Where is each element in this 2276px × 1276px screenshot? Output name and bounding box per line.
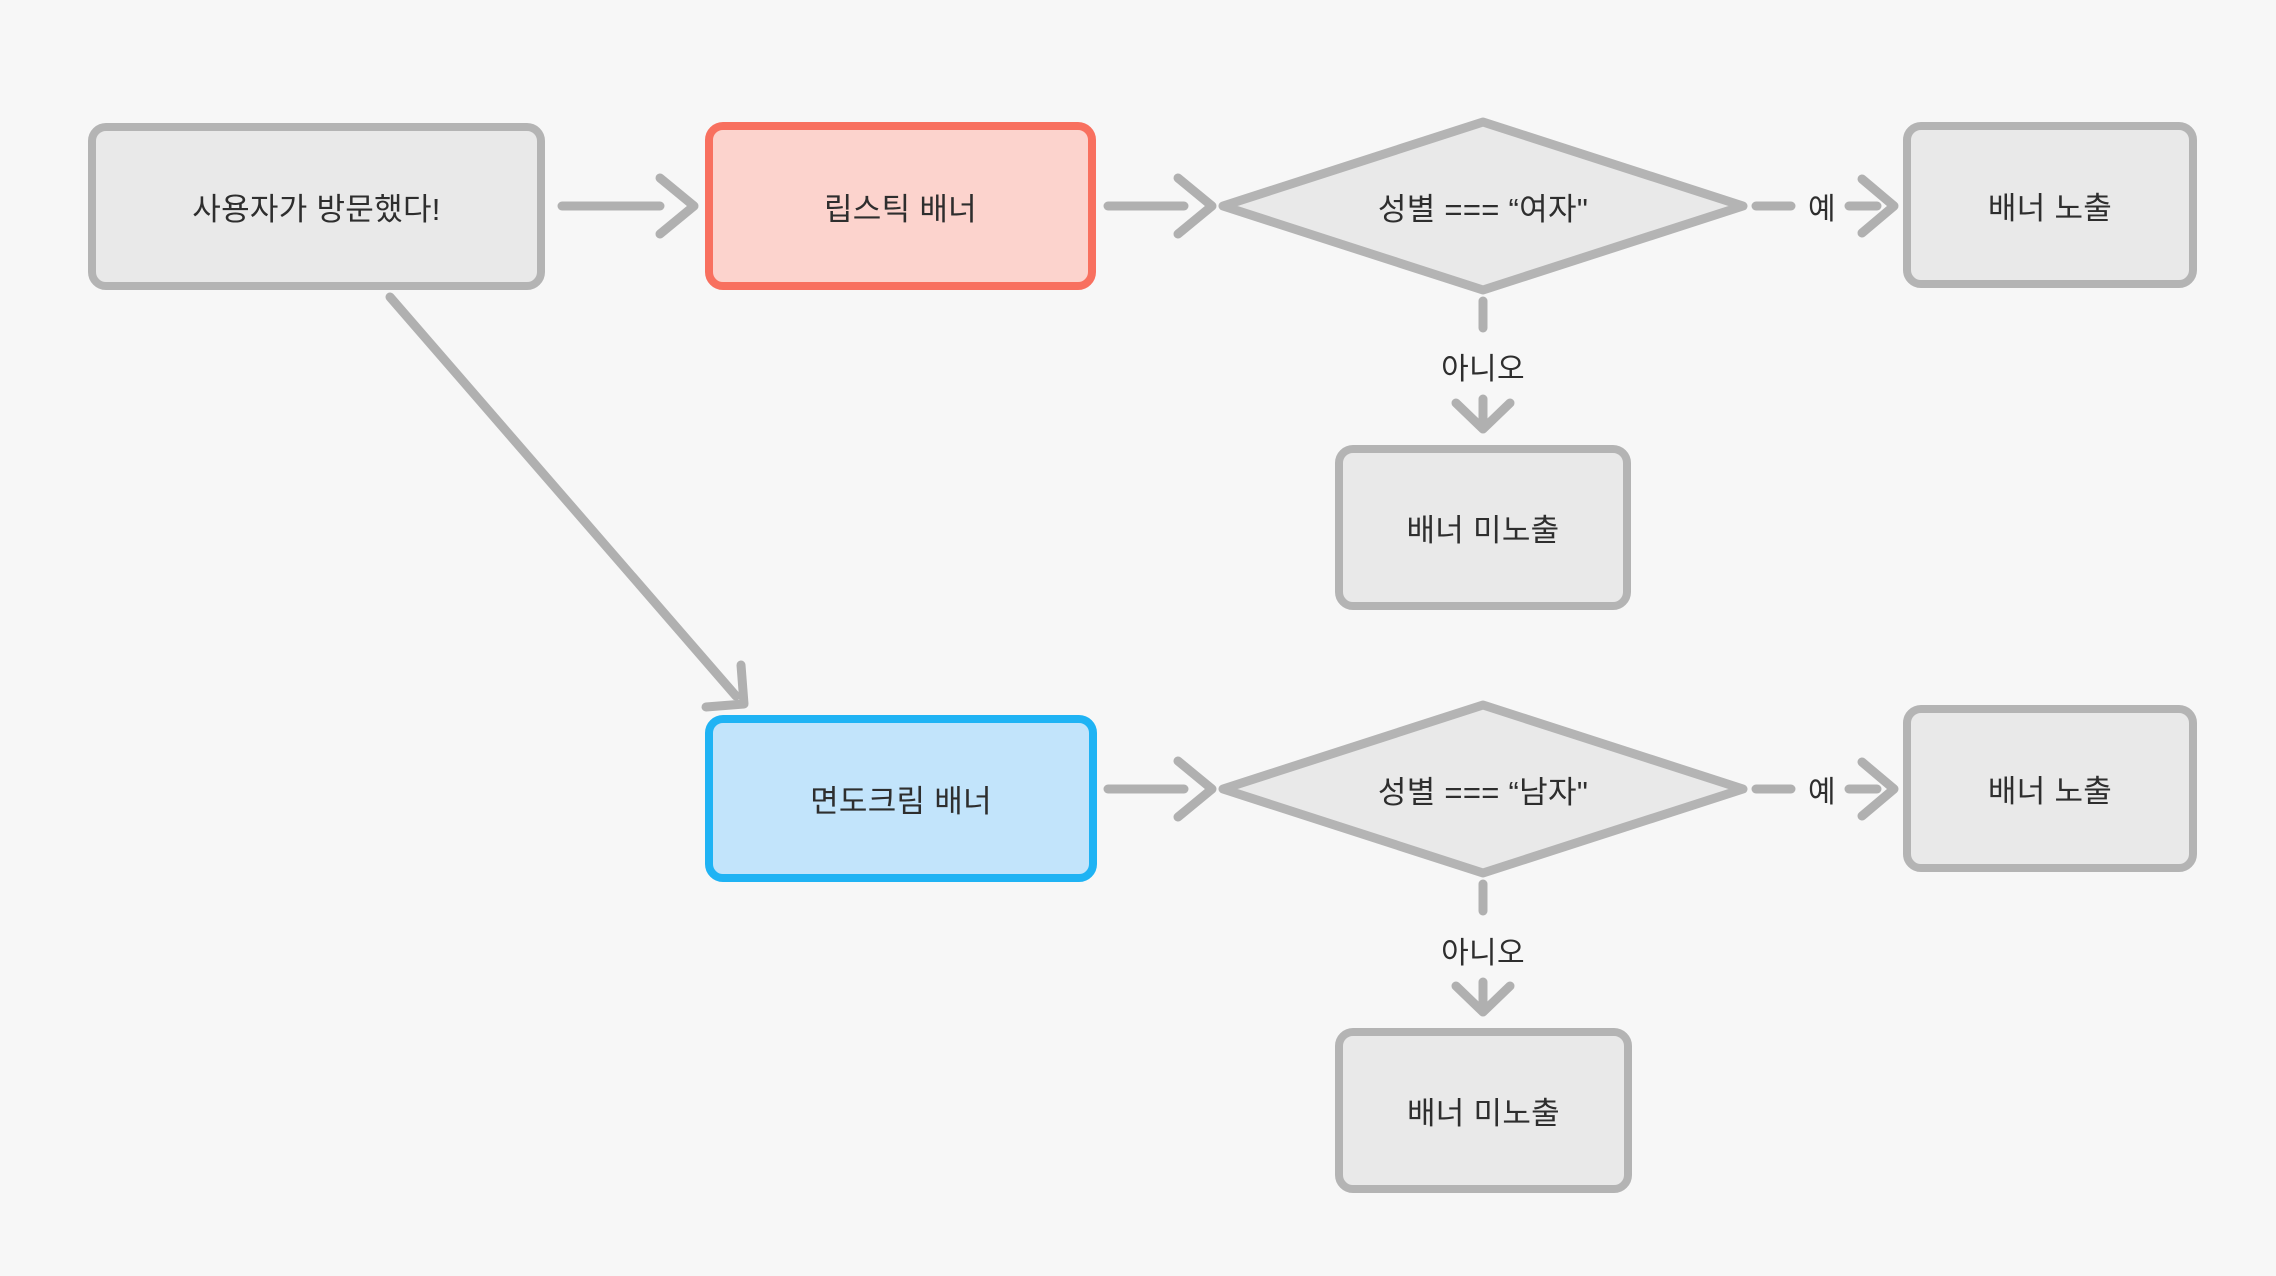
- edge-label-no-top: 아니오: [1441, 353, 1525, 386]
- edge-label-no-bottom: 아니오: [1441, 937, 1525, 970]
- node-male-check-label: 성별 === “남자": [1377, 774, 1589, 810]
- node-start-label: 사용자가 방문했다!: [192, 192, 441, 227]
- node-banner-shown-bottom-label: 배너 노출: [1987, 774, 2113, 809]
- node-banner-hidden-top-label: 배너 미노출: [1406, 513, 1560, 548]
- node-banner-hidden-bottom-label: 배너 미노출: [1406, 1096, 1560, 1131]
- node-banner-hidden-top: 배너 미노출: [1335, 445, 1631, 610]
- node-banner-hidden-bottom: 배너 미노출: [1335, 1028, 1632, 1193]
- arrowhead-female-yes: [1857, 174, 1899, 238]
- decision-shape-female: [1218, 117, 1748, 295]
- edge-start-to-shaving: [385, 292, 741, 701]
- node-lipstick-banner-label: 립스틱 배너: [823, 191, 977, 227]
- node-shaving-banner: 면도크림 배너: [705, 715, 1097, 882]
- arrowhead-female-no: [1451, 398, 1515, 434]
- node-banner-shown-top-label: 배너 노출: [1987, 190, 2113, 226]
- node-female-check-label: 성별 === “여자": [1377, 191, 1589, 227]
- node-banner-shown-top: 배너 노출: [1903, 122, 2197, 288]
- arrowhead-lipstick-to-female-check: [1173, 173, 1217, 239]
- arrowhead-male-yes: [1857, 757, 1899, 821]
- node-banner-shown-bottom: 배너 노출: [1903, 705, 2197, 872]
- node-shaving-banner-label: 면도크림 배너: [810, 784, 992, 819]
- arrowhead-start-to-lipstick: [655, 173, 699, 239]
- arrowhead-start-to-shaving: [701, 660, 749, 712]
- arrowhead-male-no: [1451, 981, 1515, 1017]
- decision-shape-male: [1218, 700, 1748, 878]
- node-start: 사용자가 방문했다!: [88, 123, 545, 290]
- edge-label-yes-bottom: 예: [1808, 776, 1836, 809]
- arrowhead-shaving-to-male-check: [1173, 756, 1217, 822]
- edge-label-yes-top: 예: [1808, 193, 1836, 226]
- node-lipstick-banner: 립스틱 배너: [705, 122, 1096, 290]
